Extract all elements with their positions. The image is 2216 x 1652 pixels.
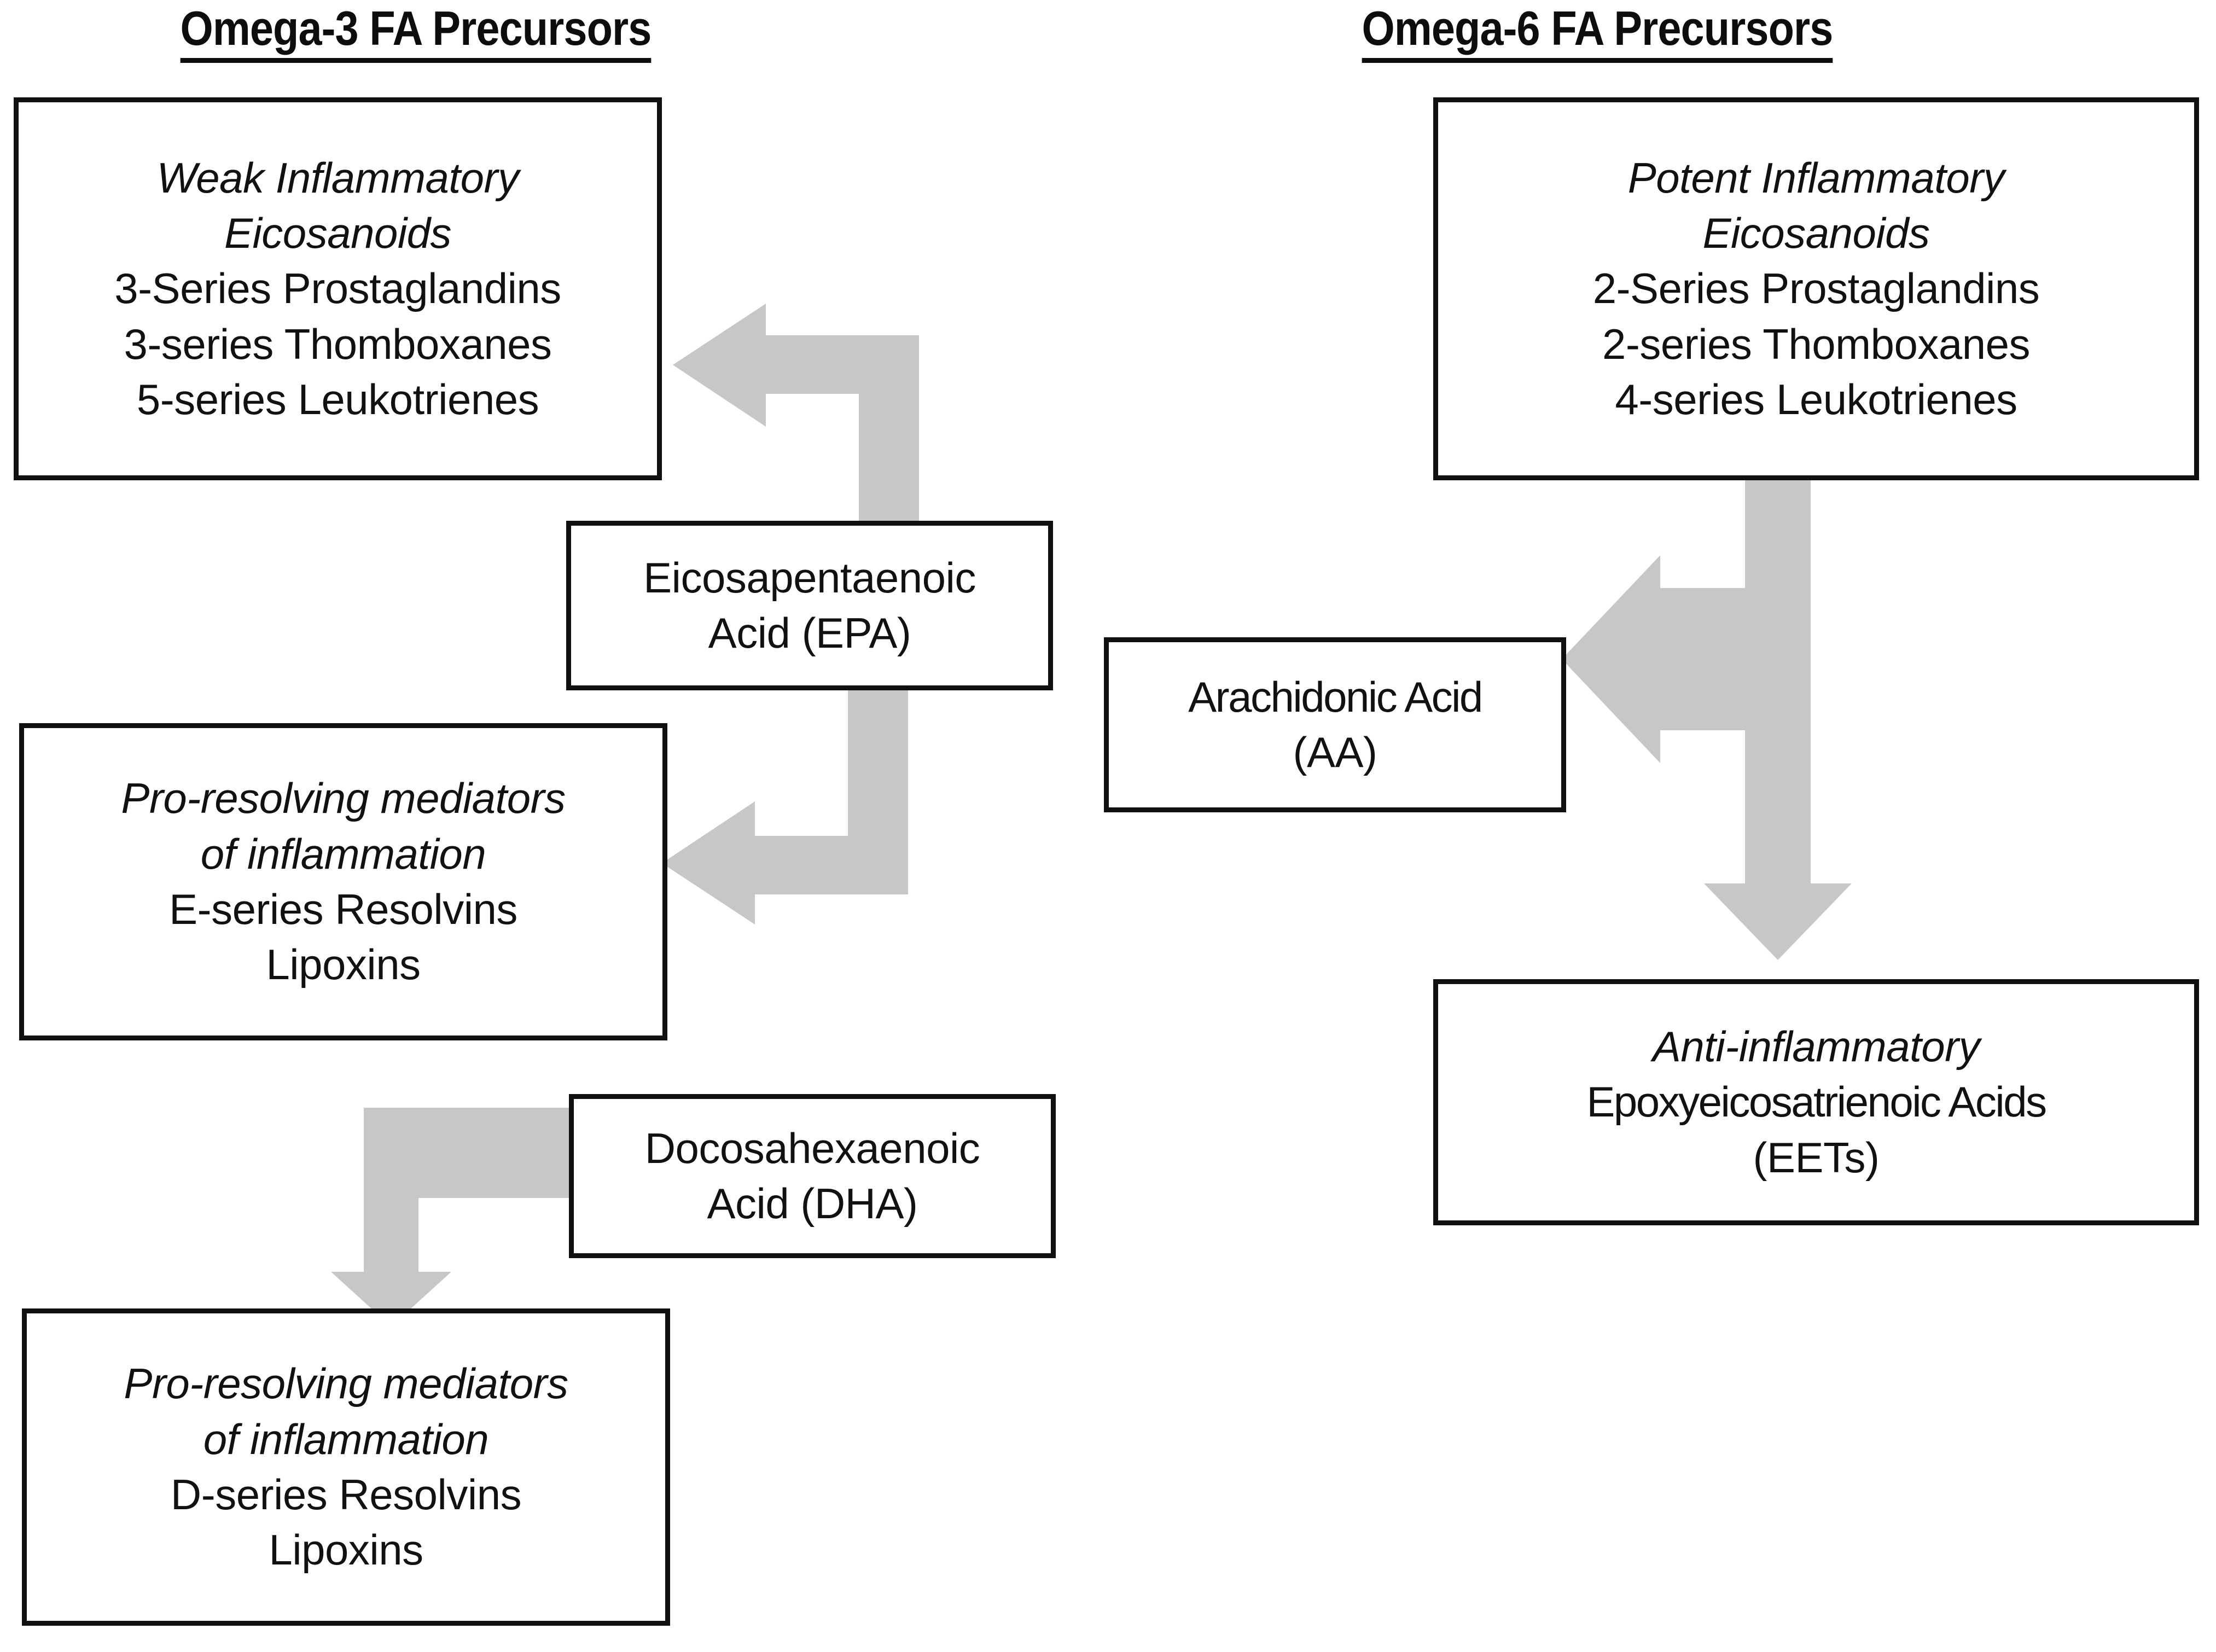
box-line: Arachidonic Acid <box>1188 672 1483 721</box>
box-line: 2-Series Prostaglandins <box>1592 264 2040 313</box>
box-line: Docosahexaenoic <box>644 1124 980 1172</box>
box-line: Acid (EPA) <box>708 609 911 657</box>
box-line: Potent Inflammatory <box>1627 153 2005 202</box>
box-line: 3-Series Prostaglandins <box>114 264 561 313</box>
box-line: Epoxyeicosatrienoic Acids <box>1586 1078 2047 1126</box>
box-line: Eicosapentaenoic <box>643 553 976 602</box>
box-line: 5-series Leukotrienes <box>136 375 539 424</box>
box-line: Weak Inflammatory <box>156 153 519 202</box>
box-line: (EETs) <box>1753 1133 1880 1182</box>
box-line: Pro-resolving mediators <box>124 1359 568 1408</box>
box-line: Eicosanoids <box>224 208 452 257</box>
box-docosahexaenoic-acid[interactable]: Docosahexaenoic Acid (DHA) <box>569 1094 1056 1258</box>
box-line: 4-series Leukotrienes <box>1615 375 2017 424</box>
heading-omega-6: Omega-6 FA Precursors <box>1318 4 1877 63</box>
box-potent-inflammatory-eicosanoids[interactable]: Potent Inflammatory Eicosanoids 2-Series… <box>1433 97 2199 480</box>
box-line: Eicosanoids <box>1702 208 1930 257</box>
box-line: 3-series Thomboxanes <box>124 319 552 368</box>
arrow-aa-double-headed-vertical <box>1562 347 1852 960</box>
box-weak-inflammatory-eicosanoids[interactable]: Weak Inflammatory Eicosanoids 3-Series P… <box>14 97 662 480</box>
box-line: of inflammation <box>203 1415 489 1463</box>
arrow-dha-to-d-series <box>331 1108 577 1327</box>
heading-omega-6-text: Omega-6 FA Precursors <box>1362 4 1833 63</box>
box-line: Pro-resolving mediators <box>121 774 566 823</box>
box-line: E-series Resolvins <box>169 885 517 933</box>
box-line: Acid (DHA) <box>707 1179 918 1228</box>
box-line: (AA) <box>1293 728 1378 776</box>
box-line: of inflammation <box>200 829 486 878</box>
box-line: Anti-inflammatory <box>1652 1022 1980 1071</box>
box-pro-resolving-mediators-d-series[interactable]: Pro-resolving mediators of inflammation … <box>22 1308 670 1626</box>
box-anti-inflammatory-eets[interactable]: Anti-inflammatory Epoxyeicosatrienoic Ac… <box>1433 979 2199 1225</box>
box-pro-resolving-mediators-e-series[interactable]: Pro-resolving mediators of inflammation … <box>19 723 667 1040</box>
arrow-epa-to-weak-eicosanoids <box>673 304 919 522</box>
box-line: 2-series Thomboxanes <box>1602 319 2030 368</box>
heading-omega-3-text: Omega-3 FA Precursors <box>180 4 652 63</box>
box-line: Lipoxins <box>266 940 421 989</box>
heading-omega-3: Omega-3 FA Precursors <box>137 4 695 63</box>
box-arachidonic-acid[interactable]: Arachidonic Acid (AA) <box>1104 637 1566 812</box>
box-line: D-series Resolvins <box>170 1470 522 1519</box>
box-eicosapentaenoic-acid[interactable]: Eicosapentaenoic Acid (EPA) <box>566 521 1053 690</box>
arrow-epa-to-e-series <box>662 689 908 924</box>
box-line: Lipoxins <box>269 1526 423 1574</box>
